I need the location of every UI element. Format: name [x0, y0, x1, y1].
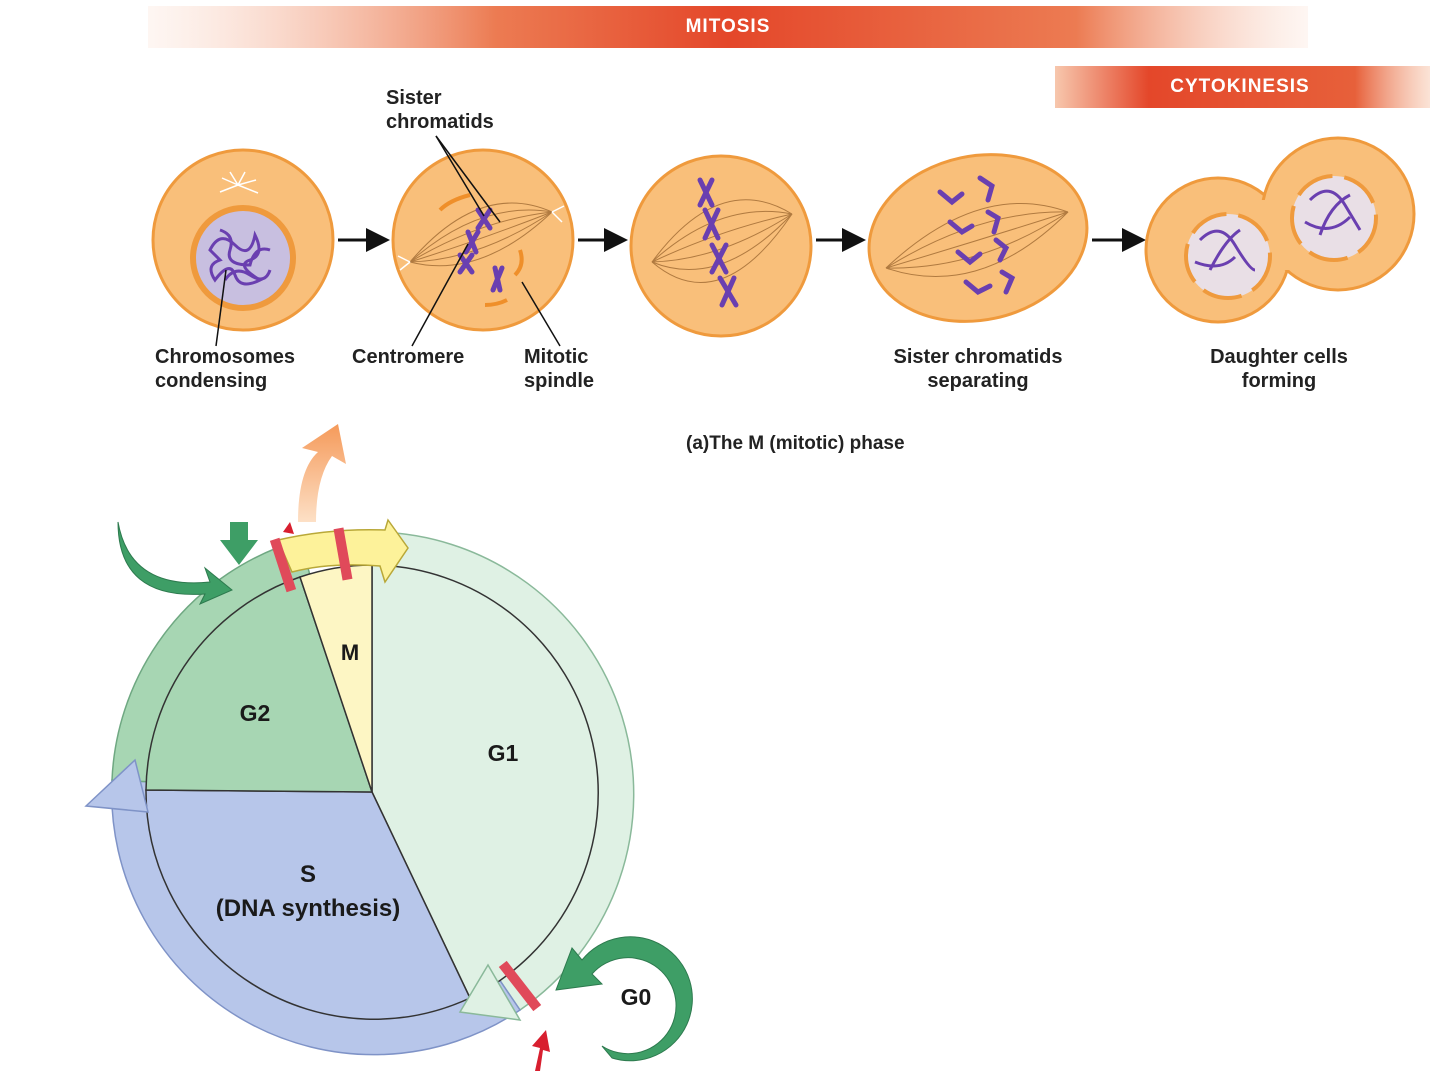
phase-s-label: S (DNA synthesis) — [215, 861, 401, 922]
checkpoint-arrow-bottom — [532, 1030, 550, 1071]
g1-sector — [371, 564, 599, 1000]
caption-text: The M (mitotic) phase — [709, 433, 905, 454]
daughter-cells-forming-label: Daughter cells forming — [1210, 346, 1348, 392]
s-sector — [145, 789, 472, 1020]
mitotic-spindle-label: Mitotic spindle — [524, 346, 595, 392]
cell-anaphase — [867, 153, 1089, 323]
centromere-label: Centromere — [352, 346, 465, 368]
phase-g0-label: G0 — [620, 984, 652, 1010]
mitosis-banner-label: MITOSIS — [685, 16, 771, 37]
cytokinesis-banner — [1055, 66, 1430, 108]
cell-metaphase — [629, 154, 813, 338]
cell-cycle-wheel — [84, 424, 693, 1071]
green-arrow-down — [220, 522, 258, 565]
phase-m-label: M — [340, 640, 360, 665]
green-loop-top — [117, 521, 233, 606]
chromosomes-condensing-label: Chromosomes condensing — [155, 346, 296, 392]
sister-chromatids-separating-label: Sister chromatids separating — [893, 346, 1063, 392]
s-arrowhead — [84, 758, 149, 813]
orange-exit-arrow — [298, 424, 346, 522]
g2-sector — [145, 576, 374, 793]
checkpoint-m — [333, 527, 353, 581]
cell-telophase — [1144, 136, 1416, 324]
mitosis-banner — [148, 6, 1308, 48]
figure-caption: (a)The M (mitotic) phase — [686, 408, 905, 456]
checkpoint-g2 — [269, 537, 297, 593]
phase-g2-label: G2 — [239, 700, 271, 726]
cell-prophase — [151, 148, 335, 347]
caption-tag: (a) — [686, 433, 710, 454]
phase-g1-label: G1 — [487, 740, 519, 766]
g0-loop — [555, 936, 693, 1062]
g1-arrowhead — [458, 963, 522, 1021]
sister-chromatids-label: Sister chromatids — [386, 87, 494, 133]
checkpoint-arrow-top — [283, 522, 294, 534]
checkpoint-g1 — [498, 960, 542, 1012]
cell-prometaphase — [391, 135, 575, 347]
cytokinesis-banner-label: CYTOKINESIS — [1170, 76, 1310, 97]
